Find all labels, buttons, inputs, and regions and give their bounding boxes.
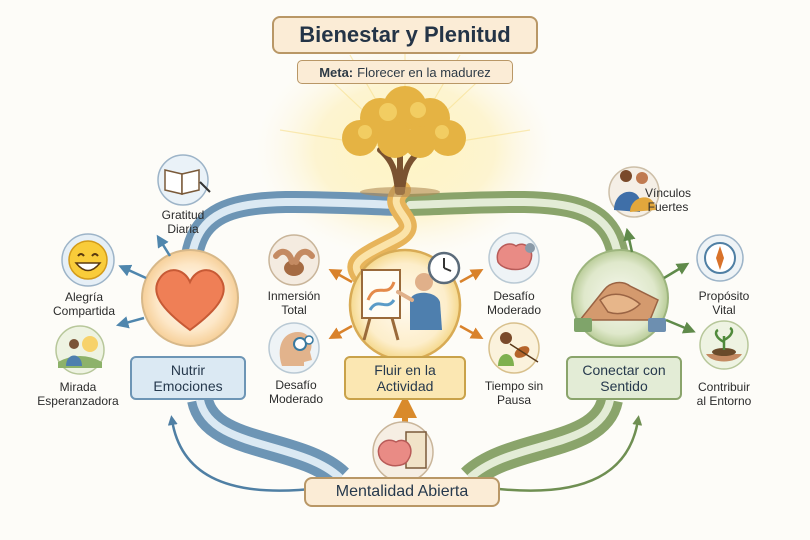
label-desafio-moderado-left: Desafío Moderado: [268, 378, 324, 406]
laughing-face-icon: [61, 233, 115, 287]
page-title: Bienestar y Plenitud: [272, 16, 538, 54]
label-desafio-moderado-right: Desafío Moderado: [486, 289, 542, 317]
label-proposito-vital: Propósito Vital: [698, 289, 750, 317]
node-nutrir-emociones-label: Nutrir Emociones: [153, 362, 223, 394]
clock-icon: [427, 251, 461, 285]
meta-label: Meta:: [319, 64, 354, 80]
brain-door-icon: [372, 421, 434, 483]
violinist-icon: [488, 322, 540, 374]
label-mirada-esperanzadora: Mirada Esperanzadora: [37, 380, 119, 408]
label-vinculos-fuertes: Vínculos Fuertes: [644, 186, 692, 214]
painter-icon: [361, 269, 442, 341]
node-nutrir-emociones: Nutrir Emociones: [130, 356, 246, 400]
node-conectar-sentido: Conectar con Sentido: [566, 356, 682, 400]
page-title-text: Bienestar y Plenitud: [299, 22, 511, 47]
clay-hands-icon: [268, 234, 320, 286]
label-alegria-compartida: Alegría Compartida: [52, 290, 116, 318]
node-fluir-actividad-label: Fluir en la Actividad: [374, 362, 436, 394]
label-inmersion-total: Inmersión Total: [267, 289, 321, 317]
brain-gears-icon: [488, 232, 540, 284]
label-gratitud-diaria: Gratitud Diaria: [161, 208, 205, 236]
label-tiempo-sin-pausa: Tiempo sin Pausa: [484, 379, 544, 407]
head-gears-icon: [268, 322, 320, 374]
meta-text: Florecer en la madurez: [357, 64, 491, 80]
person-sunrise-icon: [55, 325, 105, 375]
node-fluir-actividad: Fluir en la Actividad: [344, 356, 466, 400]
heart-icon: [155, 269, 225, 332]
node-mentalidad-abierta-label: Mentalidad Abierta: [335, 483, 469, 500]
handshake-icon: [574, 281, 666, 332]
book-icon: [157, 154, 211, 206]
node-conectar-sentido-label: Conectar con Sentido: [582, 362, 666, 394]
node-mentalidad-abierta: Mentalidad Abierta: [304, 477, 500, 507]
label-contribuir-entorno: Contribuir al Entorno: [696, 380, 752, 408]
tree-icon: [342, 86, 466, 197]
compass-icon: [696, 234, 744, 282]
hug-icon: [608, 166, 660, 218]
plant-hands-icon: [699, 320, 749, 370]
meta-banner: Meta: Florecer en la madurez: [297, 60, 513, 84]
